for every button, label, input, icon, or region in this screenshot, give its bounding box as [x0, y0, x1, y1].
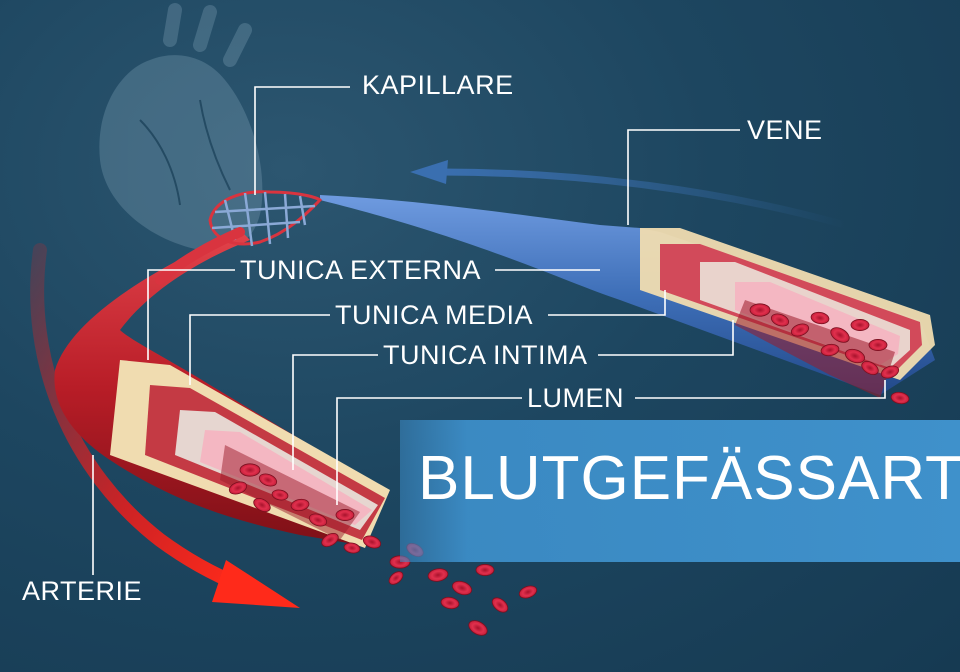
- red-blood-cell: [258, 473, 278, 487]
- label-lumen: LUMEN: [527, 383, 625, 413]
- label-arterie: ARTERIE: [22, 576, 143, 606]
- red-blood-cell: [880, 365, 900, 379]
- red-blood-cell: [271, 489, 289, 501]
- red-blood-cell: [749, 303, 771, 317]
- blood-flow-arrow-red: [30, 243, 300, 608]
- heart-silhouette: [99, 3, 263, 251]
- leader-tunica-media-vene: [548, 290, 666, 316]
- label-vene: VENE: [747, 115, 823, 145]
- leader-tunica-media-arterie: [189, 314, 330, 385]
- leader-vene: [627, 129, 740, 225]
- red-blood-cell: [820, 343, 840, 357]
- red-blood-cell: [440, 596, 460, 610]
- title-band: [400, 420, 960, 562]
- capillary-network: [155, 190, 323, 285]
- red-blood-cell: [518, 585, 538, 599]
- leader-tunica-externa-arterie: [147, 269, 235, 360]
- vein-vessel: [320, 195, 935, 398]
- red-blood-cell: [790, 323, 810, 337]
- red-blood-cell: [770, 313, 790, 327]
- red-blood-cell: [239, 463, 261, 477]
- red-blood-cell: [890, 391, 910, 405]
- red-blood-cell: [290, 498, 310, 512]
- diagram-title: BLUTGEFÄSSARTEN: [418, 444, 960, 513]
- red-blood-cell: [308, 513, 328, 527]
- red-blood-cell: [335, 509, 355, 521]
- artery-vessel: [54, 230, 390, 548]
- red-blood-cell: [491, 597, 509, 613]
- leader-tunica-intima-vene: [598, 320, 734, 356]
- label-tunica-externa: TUNICA EXTERNA: [240, 255, 482, 285]
- leader-lines: [92, 86, 886, 575]
- label-kapillare: KAPILLARE: [362, 70, 514, 100]
- blood-flow-arrow-blue: [410, 160, 846, 229]
- red-blood-cell: [427, 568, 449, 582]
- red-blood-cell: [810, 311, 830, 325]
- red-blood-cell: [830, 327, 850, 343]
- red-blood-cell: [388, 571, 404, 585]
- leader-lumen-vene: [635, 380, 886, 399]
- red-blood-cell: [844, 348, 866, 364]
- leader-lumen-arterie: [336, 397, 522, 505]
- leader-kapillare: [254, 86, 350, 195]
- leader-tunica-intima-arterie: [292, 354, 378, 470]
- red-blood-cell: [362, 535, 382, 549]
- red-blood-cell: [321, 532, 339, 548]
- red-blood-cell: [861, 360, 879, 376]
- red-blood-cell: [868, 339, 888, 351]
- red-blood-cell: [343, 542, 361, 554]
- red-blood-cell: [228, 481, 248, 495]
- red-blood-cell: [451, 580, 473, 596]
- red-blood-cell: [253, 497, 271, 513]
- red-blood-cell: [468, 620, 488, 636]
- red-blood-cell: [475, 564, 495, 576]
- red-blood-cell: [850, 319, 870, 331]
- label-tunica-media: TUNICA MEDIA: [335, 300, 534, 330]
- label-tunica-intima: TUNICA INTIMA: [383, 340, 588, 370]
- red-blood-cells: [228, 303, 910, 636]
